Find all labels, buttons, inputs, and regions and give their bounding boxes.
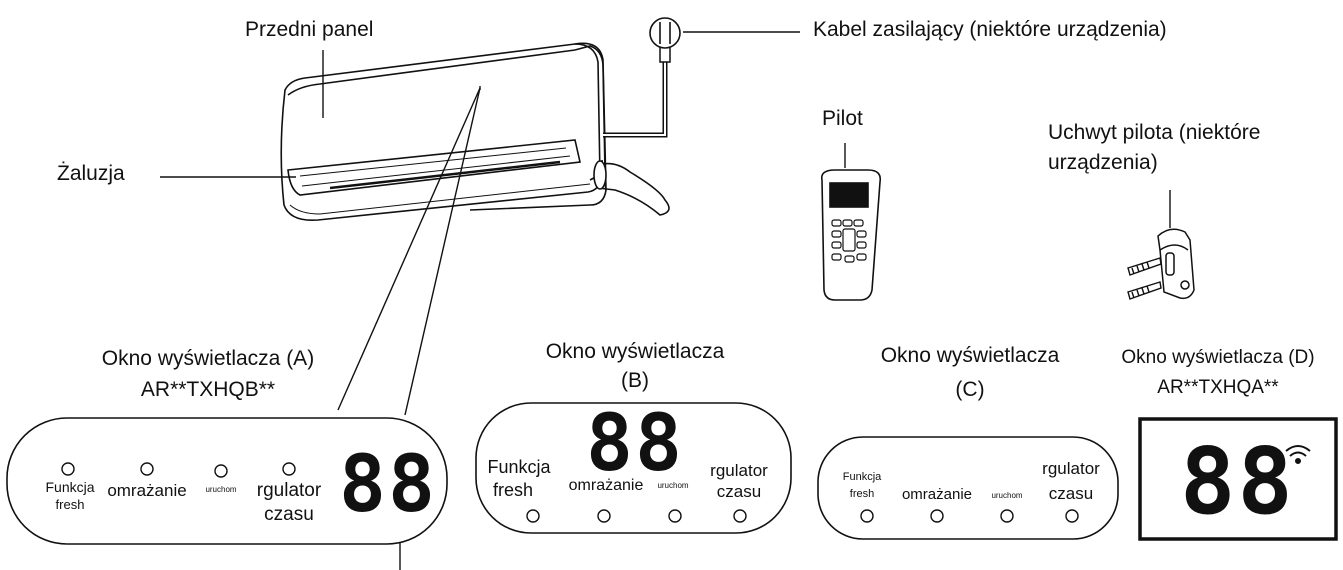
- display-b-defrost: omrażanie: [568, 477, 644, 494]
- display-a-title-line1: Okno wyświetlacza (A): [101, 347, 315, 370]
- screw-icon: [1127, 257, 1162, 300]
- power-cable: [603, 45, 671, 138]
- remote-holder: [1157, 228, 1195, 300]
- indicator-led-icon: [526, 509, 747, 523]
- display-d-frame: [1138, 417, 1338, 541]
- display-b-fresh-line2: fresh: [492, 480, 534, 500]
- display-b-run: uruchom: [657, 481, 689, 490]
- display-a-timer-line2: czasu: [264, 504, 314, 525]
- power-cable-label: Kabel zasilający (niektóre urządzenia): [813, 18, 1167, 41]
- display-b-title-line1: Okno wyświetlacza: [545, 340, 725, 363]
- remote-holder-label-line1: Uchwyt pilota (niektóre: [1048, 121, 1261, 144]
- display-a-title-line2: AR**TXHQB**: [140, 378, 276, 401]
- display-a-fresh-line1: Funkcja: [45, 479, 95, 495]
- display-c-fresh-line2: fresh: [849, 488, 875, 500]
- indicator-led-icon: [860, 509, 1079, 523]
- display-b-frame: [475, 402, 792, 534]
- display-c-title-line2: (C): [955, 378, 985, 401]
- display-d-title-line2: AR**TXHQA**: [1157, 377, 1279, 398]
- ac-indoor-unit: [280, 42, 607, 222]
- indicator-led-icon: [61, 462, 296, 478]
- display-a-timer-line1: rgulator: [256, 480, 322, 501]
- display-c-frame: [817, 436, 1119, 540]
- display-b-fresh-line1: Funkcja: [487, 457, 551, 477]
- wifi-icon: [1285, 445, 1311, 464]
- display-a-frame: [6, 417, 448, 545]
- leader-lines: [160, 31, 1171, 570]
- display-c-timer-line1: rgulator: [1042, 459, 1100, 478]
- display-d-title-line1: Okno wyświetlacza (D): [1121, 347, 1315, 368]
- display-c-defrost: omrażanie: [901, 486, 973, 503]
- display-c-title-line1: Okno wyświetlacza: [880, 344, 1060, 367]
- display-c-run: uruchom: [991, 491, 1023, 500]
- display-d-digits: 88: [1180, 428, 1295, 535]
- plug-icon: [649, 17, 681, 49]
- display-c-fresh-line1: Funkcja: [842, 471, 882, 483]
- display-b-title-line2: (B): [621, 369, 649, 392]
- display-b-digits: 88: [586, 399, 684, 489]
- display-a-digits: 88: [339, 440, 437, 530]
- display-a-defrost: omrażanie: [107, 481, 187, 500]
- display-b-timer-line2: czasu: [716, 482, 762, 501]
- remote-label: Pilot: [822, 107, 863, 130]
- remote-holder-label-line2: urządzenia): [1048, 151, 1158, 174]
- louver-label: Żaluzja: [57, 162, 125, 185]
- display-a-run: uruchom: [205, 485, 237, 494]
- front-panel-label: Przedni panel: [245, 18, 374, 41]
- display-b-timer-line1: rgulator: [710, 461, 768, 480]
- display-c-timer-line2: czasu: [1048, 484, 1094, 503]
- ac-pipe: [593, 159, 670, 216]
- remote-control: [820, 169, 882, 301]
- display-a-fresh-line2: fresh: [55, 497, 85, 512]
